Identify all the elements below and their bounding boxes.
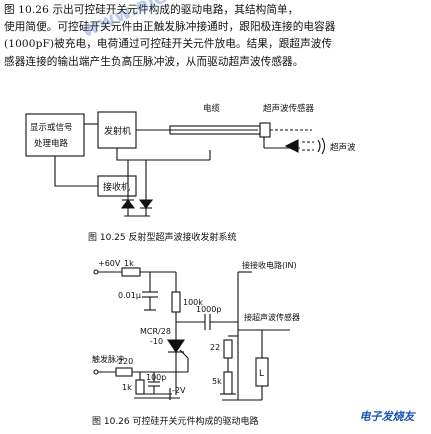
wave-label: 超声波 [330,142,356,153]
r1-label: 1k [124,259,134,268]
figure-10-25-caption: 图 10.25 反射型超声波接收发射系统 [88,231,237,243]
c3-label: 100p [146,373,166,382]
r3-label: 220 [118,357,133,366]
pot-label: 5k [212,377,222,386]
r2-label: 100k [183,298,203,307]
cable-label: 电缆 [203,103,221,114]
sensor-label: 超声波传感器 [263,103,315,114]
transmitter-label: 发射机 [104,125,131,137]
resistor-1k [121,267,141,277]
site-logo: 电子发烧友 [359,410,415,423]
ultrasonic-sensor [259,122,271,138]
paragraph-line-4: 感器连接的输出端产生负高压脉冲波，从而驱动超声波传感器。 [4,55,304,68]
c2-label: 1000p [196,305,221,314]
scr-sub-label: -10 [150,337,163,346]
neg-supply-label: -2V [172,386,186,395]
r5-label: 22 [210,343,220,352]
inductor-label: L [259,369,264,379]
display-processor-box [25,113,85,157]
to-receiver-label: 接接收电路(IN) [242,260,297,270]
receiver-label: 接收机 [103,181,130,193]
scr-symbol [166,339,186,353]
paragraph-line-3: (1000pF)被充电，电荷通过可控硅开关元件放电。结果，跟超声波传 [4,38,333,51]
trigger-label: 触发脉冲 [92,354,124,364]
to-sensor-label: 接超声波传感器 [244,312,300,322]
display-box-line1: 显示或信号 [30,122,73,133]
c1-label: 0.01μ [118,291,141,300]
body-paragraph: 图 10.26 示出可控硅开关元件构成的驱动电路，其结构简单， 使用简便。可控硅… [4,2,428,71]
figure-10-26-caption: 图 10.26 可控硅开关元件构成的驱动电路 [92,415,259,427]
display-box-line2: 处理电路 [34,138,69,149]
resistor-100k [171,291,181,313]
r4-label: 1k [122,383,132,392]
supply-label: +60V [98,259,121,268]
resistor-22 [223,339,233,359]
paragraph-line-1: 图 10.26 示出可控硅开关元件构成的驱动电路，其结构简单， [4,4,299,16]
paragraph-line-2: 使用简便。可控硅开关元件由正触发脉冲接通时，跟阳极连接的电容器 [4,21,336,34]
resistor-220 [115,367,133,377]
resistor-1k-gate [135,379,145,395]
scr-label: MCR/28 [140,327,171,336]
potentiometer-5k [223,371,233,395]
